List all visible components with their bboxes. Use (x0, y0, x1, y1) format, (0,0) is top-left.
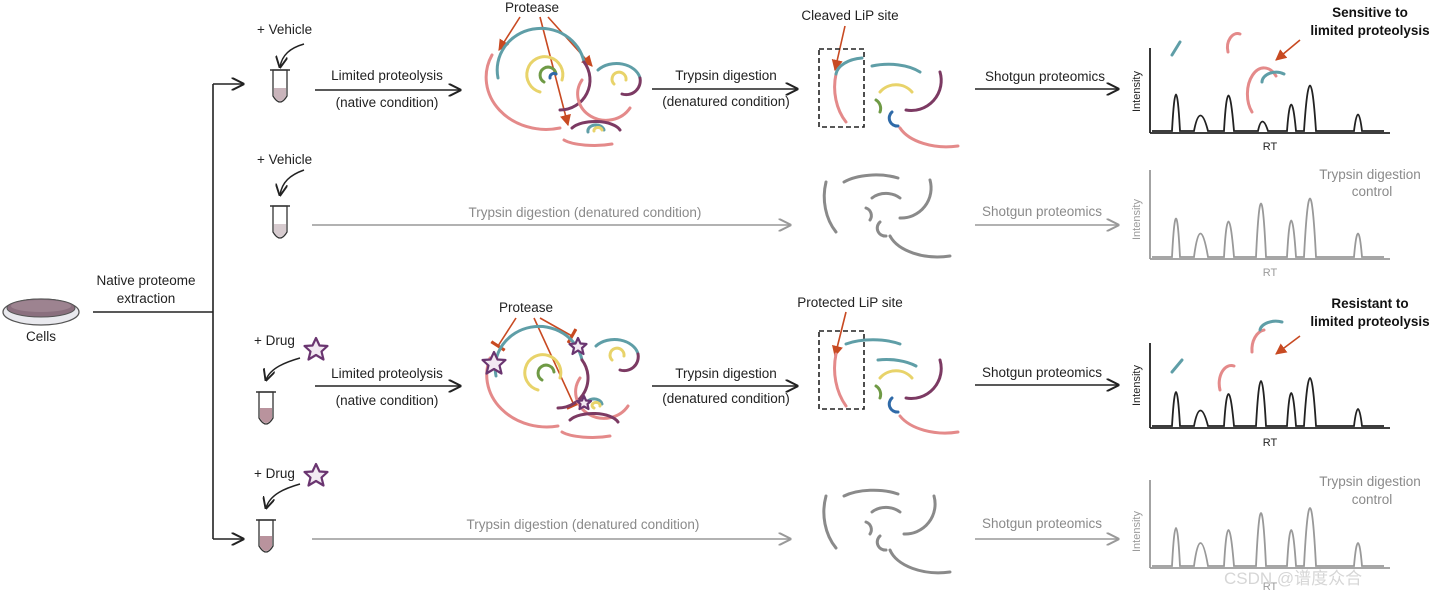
row4-shotgun-label: Shotgun proteomics (982, 516, 1102, 531)
row4-chromatogram (1149, 480, 1390, 569)
row1-chromatogram (1149, 32, 1390, 134)
cells-label: Cells (26, 329, 56, 344)
row1-native-proteins (484, 26, 642, 147)
row4-control-label-2: control (1352, 492, 1393, 507)
row4-control-label-1: Trypsin digestion (1319, 474, 1421, 489)
row1-treatment-label: + Vehicle (257, 22, 312, 37)
extraction-label-1: Native proteome (96, 273, 195, 288)
row4-digested-peptides (822, 488, 952, 575)
row3-trypsin-label: Trypsin digestion (675, 366, 777, 381)
row1-tube (270, 69, 290, 103)
row1-add-arrow (280, 43, 305, 67)
row1-protease-arrows (498, 16, 593, 127)
row2-tube (270, 205, 290, 239)
row2-y-axis-label: Intensity (1131, 199, 1143, 240)
row1-lip-label: Limited proteolysis (331, 68, 443, 83)
row1-y-axis-label: Intensity (1131, 71, 1143, 112)
branch-lines (212, 84, 243, 539)
row1-digested-peptides (833, 56, 960, 149)
row3-denatured-label: (denatured condition) (662, 391, 790, 406)
row1-protease-label: Protease (505, 0, 559, 15)
row1-x-axis-label: RT (1263, 141, 1278, 153)
row3-resistant-pointer (1275, 335, 1301, 355)
row3-protected-site-label: Protected LiP site (797, 295, 903, 310)
row3-protected-site-pointer (832, 311, 847, 358)
row3-bound-drug-stars (481, 336, 593, 411)
row1-sensitive-pointer (1275, 39, 1301, 61)
row3-x-axis-label: RT (1263, 437, 1278, 449)
row4-trypsin-label: Trypsin digestion (denatured condition) (467, 517, 700, 532)
row3-chromatogram (1149, 319, 1390, 429)
row4-drug-star (303, 462, 329, 487)
row3-y-axis-label: Intensity (1131, 365, 1143, 406)
row2-trypsin-label: Trypsin digestion (denatured condition) (469, 205, 702, 220)
row1-sensitive-label-2: limited proteolysis (1310, 23, 1429, 38)
row4-treatment-label: + Drug (254, 466, 295, 481)
row1-shotgun-label: Shotgun proteomics (985, 69, 1105, 84)
row1-cleaved-site-pointer (831, 25, 846, 72)
row3-shotgun-label: Shotgun proteomics (982, 365, 1102, 380)
row2-control-label-2: control (1352, 184, 1393, 199)
row2-treatment-label: + Vehicle (257, 152, 312, 167)
row3-resistant-label-1: Resistant to (1331, 296, 1408, 311)
row3-tube (256, 391, 276, 425)
row1-sensitive-label-1: Sensitive to (1332, 5, 1408, 20)
row2-x-axis-label: RT (1263, 267, 1278, 279)
row2-add-arrow (280, 169, 305, 195)
row3-native-label: (native condition) (336, 393, 439, 408)
row3-drug-star (303, 336, 329, 361)
row3-digested-peptides (833, 338, 960, 435)
row1-native-label: (native condition) (336, 95, 439, 110)
row3-protease-label: Protease (499, 300, 553, 315)
row4-x-axis-label: RT (1263, 581, 1278, 593)
row3-treatment-label: + Drug (254, 333, 295, 348)
row1-denatured-label: (denatured condition) (662, 94, 790, 109)
row4-add-arrow (266, 483, 301, 508)
row3-resistant-label-2: limited proteolysis (1310, 314, 1429, 329)
row3-add-arrow (266, 357, 301, 380)
row3-lip-label: Limited proteolysis (331, 366, 443, 381)
row1-cleaved-site-label: Cleaved LiP site (801, 8, 898, 23)
row4-y-axis-label: Intensity (1131, 511, 1143, 552)
row2-control-label-1: Trypsin digestion (1319, 167, 1421, 182)
row2-chromatogram (1149, 170, 1390, 260)
row1-cleaved-site-box (818, 48, 865, 128)
row3-native-proteins (485, 324, 640, 439)
cells-dish (2, 298, 80, 326)
extraction-label-2: extraction (117, 291, 176, 306)
row1-trypsin-label: Trypsin digestion (675, 68, 777, 83)
row4-tube (256, 519, 276, 553)
row3-protected-site-box (818, 330, 865, 410)
row3-protease-blocked (490, 317, 582, 410)
row2-digested-peptides (822, 173, 952, 259)
watermark: CSDN @谱度众合 (1224, 569, 1362, 588)
row2-shotgun-label: Shotgun proteomics (982, 204, 1102, 219)
